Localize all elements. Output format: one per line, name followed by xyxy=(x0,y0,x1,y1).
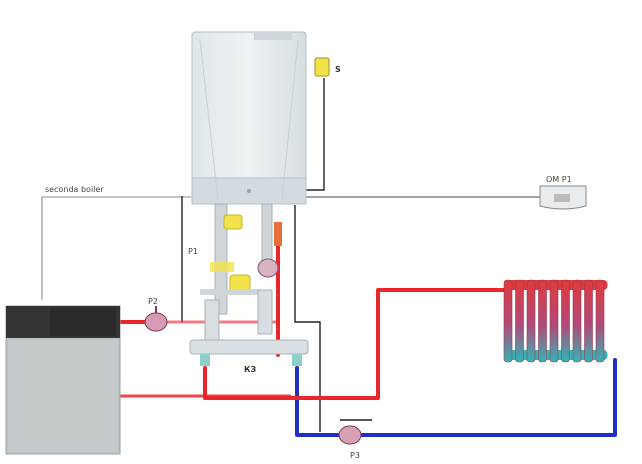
radiator-section xyxy=(595,279,605,363)
wire-to-pump-p3 xyxy=(294,205,321,432)
valve-p2 xyxy=(144,306,168,332)
yellow-valve-lower xyxy=(229,274,251,292)
temperature-sensor xyxy=(314,57,330,77)
manifold-bar xyxy=(189,339,309,355)
pump-p3-label: P3 xyxy=(350,451,360,460)
manifold-label: КЗ xyxy=(244,365,257,374)
outdoor-probe-label: ОМ Р1 xyxy=(546,175,572,184)
yellow-valve-upper xyxy=(223,214,243,230)
radiator-section xyxy=(584,279,593,363)
sensor-label: S xyxy=(335,65,341,74)
wire-to-sensor xyxy=(306,78,325,191)
radiator-section xyxy=(549,279,559,363)
wire-to-second-boiler xyxy=(41,196,192,300)
sensor-s-body xyxy=(314,57,330,77)
flow-sensor-orange xyxy=(274,222,282,246)
radiator-section xyxy=(561,279,570,363)
pump-p3 xyxy=(338,419,372,445)
pipework xyxy=(118,243,617,437)
cold-return-pipe xyxy=(295,358,617,437)
radiator xyxy=(503,279,608,363)
floor-boiler xyxy=(5,305,121,455)
outdoor-probe xyxy=(539,185,587,210)
radiator-section xyxy=(503,279,513,363)
wall-boiler xyxy=(191,31,307,205)
valve-p2-label: P2 xyxy=(148,297,158,306)
radiator-section xyxy=(538,279,547,363)
radiator-section xyxy=(572,279,582,363)
radiator-section xyxy=(515,279,524,363)
radiator-section xyxy=(526,279,536,363)
hot-flow-to-radiator xyxy=(203,288,512,400)
control-wiring xyxy=(41,78,548,432)
valve-p1-label: P1 xyxy=(188,247,198,256)
manifold xyxy=(189,339,309,366)
labels: seconda boiler S ОМ Р1 P2 P1 КЗ P3 xyxy=(45,65,572,460)
hydraulic-block xyxy=(200,203,282,341)
valve-p1-body xyxy=(257,258,279,278)
second-boiler-label: seconda boiler xyxy=(45,185,104,194)
